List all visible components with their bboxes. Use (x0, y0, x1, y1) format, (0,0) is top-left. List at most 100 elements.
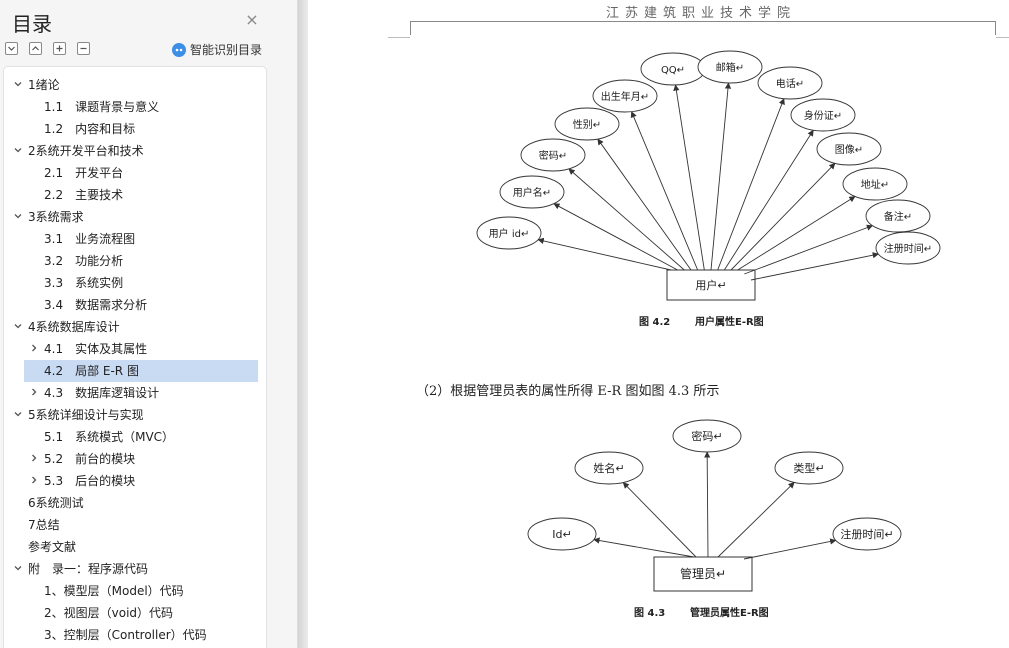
er-entity-box (666, 269, 756, 301)
toc-item[interactable]: 1绪论 (4, 74, 266, 96)
er-relation-line (553, 203, 678, 271)
collapse-all-button[interactable] (29, 42, 42, 55)
er-attribute-ellipse (520, 138, 586, 172)
er-relation-line (537, 237, 672, 271)
chevron-right-icon[interactable] (28, 382, 40, 404)
toc-item[interactable]: 2.2 主要技术 (4, 184, 266, 206)
chevron-up-icon (32, 46, 39, 51)
chevron-right-icon[interactable] (28, 470, 40, 492)
toc-item-label: 4系统数据库设计 (28, 320, 120, 334)
er-relation-line (717, 481, 795, 558)
toc-item-label: 1.2 内容和目标 (44, 122, 136, 136)
toc-item[interactable]: 1、模型层（Model）代码 (4, 580, 266, 602)
figure-caption-text: 管理员属性E-R图 (690, 606, 769, 619)
toc-toolbar (5, 42, 90, 56)
chevron-down-icon[interactable] (12, 404, 24, 426)
expand-all-button[interactable] (5, 42, 18, 55)
toc-item[interactable]: 2系统开发平台和技术 (4, 140, 266, 162)
er-attribute-ellipse (554, 107, 620, 141)
toc-item-label: 1、模型层（Model）代码 (44, 584, 184, 598)
toc-item-label: 2.2 主要技术 (44, 188, 124, 202)
body-paragraph: （2）根据管理员表的属性所得 E-R 图如图 4.3 所示 (416, 384, 720, 399)
toc-item[interactable]: 3.3 系统实例 (4, 272, 266, 294)
toc-item-label: 3.1 业务流程图 (44, 232, 136, 246)
chevron-down-icon[interactable] (12, 140, 24, 162)
er-attribute-label: 地址↵ (861, 178, 889, 191)
toc-item[interactable]: 5.1 系统模式（MVC） (4, 426, 266, 448)
chevron-down-icon[interactable] (12, 206, 24, 228)
er-attribute-ellipse (842, 167, 908, 201)
toc-item[interactable]: 3.4 数据需求分析 (4, 294, 266, 316)
er-entity-label: 管理员↵ (680, 566, 726, 581)
toc-item[interactable]: 7总结 (4, 514, 266, 536)
er-attribute-label: 备注↵ (884, 210, 912, 223)
er-attribute-label: Id↵ (552, 528, 571, 541)
er-attribute-ellipse (832, 517, 902, 551)
toc-item[interactable]: 1.1 课题背景与意义 (4, 96, 266, 118)
toc-item[interactable]: 2、视图层（void）代码 (4, 602, 266, 624)
toc-item-label: 3.3 系统实例 (44, 276, 124, 290)
chevron-right-icon[interactable] (28, 448, 40, 470)
er-attribute-ellipse (672, 419, 742, 453)
er-attribute-ellipse (697, 50, 763, 84)
er-attribute-label: 性别↵ (573, 118, 601, 131)
er-relation-line (630, 111, 699, 271)
er-attribute-label: 邮箱↵ (716, 61, 744, 74)
header-rule (410, 21, 996, 22)
toc-item[interactable]: 5系统详细设计与实现 (4, 404, 266, 426)
toc-item-label: 5.2 前台的模块 (44, 452, 136, 466)
toc-item[interactable]: 3.2 功能分析 (4, 250, 266, 272)
er-relation-line (597, 138, 692, 271)
add-heading-button[interactable] (53, 42, 66, 55)
toc-item[interactable]: 2.1 开发平台 (4, 162, 266, 184)
margin-mark-left (388, 37, 410, 38)
toc-item-label: 3.2 功能分析 (44, 254, 124, 268)
chevron-down-icon[interactable] (12, 74, 24, 96)
toc-item-label: 5.3 后台的模块 (44, 474, 136, 488)
toc-item[interactable]: 4.3 数据库逻辑设计 (4, 382, 266, 404)
smart-toc-button[interactable]: 智能识别目录 (172, 41, 262, 58)
toc-item-label: 4.1 实体及其属性 (44, 342, 148, 356)
toc-item[interactable]: 4.2 局部 E-R 图 (24, 360, 258, 382)
remove-heading-button[interactable] (77, 42, 90, 55)
toc-item[interactable]: 4.1 实体及其属性 (4, 338, 266, 360)
er-relation-line (704, 451, 711, 558)
chevron-down-icon[interactable] (12, 558, 24, 580)
er-relation-line (744, 224, 874, 275)
er-attribute-label: 类型↵ (793, 461, 824, 475)
toc-title: 目录 (12, 12, 52, 36)
toc-item[interactable]: 5.2 前台的模块 (4, 448, 266, 470)
toc-item[interactable]: 4系统数据库设计 (4, 316, 266, 338)
toc-item-label: 1.1 课题背景与意义 (44, 100, 160, 114)
toc-item-label: 1绪论 (28, 78, 60, 92)
er-attribute-ellipse (865, 199, 931, 233)
er-entity-box (653, 556, 753, 592)
toc-item-label: 5.1 系统模式（MVC） (44, 430, 175, 444)
toc-item[interactable]: 1.2 内容和目标 (4, 118, 266, 140)
chevron-right-icon[interactable] (28, 338, 40, 360)
toc-item[interactable]: 3、控制层（Controller）代码 (4, 624, 266, 646)
er-relation-line (710, 82, 732, 271)
er-attribute-ellipse (527, 517, 597, 551)
plus-icon (56, 45, 63, 52)
chevron-down-icon[interactable] (12, 316, 24, 338)
close-icon[interactable]: × (245, 10, 259, 29)
toc-item-label: 5系统详细设计与实现 (28, 408, 144, 422)
toc-item[interactable]: 3系统需求 (4, 206, 266, 228)
header-rule-left-tick (410, 21, 411, 35)
figure-caption-number: 图 4.2 (639, 316, 670, 328)
toc-item[interactable]: 5.3 后台的模块 (4, 470, 266, 492)
toc-item[interactable]: 参考文献 (4, 536, 266, 558)
er-attribute-ellipse (592, 79, 658, 113)
smart-toc-label: 智能识别目录 (190, 43, 263, 57)
chevron-down-icon (8, 46, 15, 51)
er-relation-line (743, 538, 837, 560)
toc-item[interactable]: 附 录一：程序源代码 (4, 558, 266, 580)
toc-item[interactable]: 3.1 业务流程图 (4, 228, 266, 250)
toc-item[interactable]: 6系统测试 (4, 492, 266, 514)
minus-icon (80, 47, 87, 50)
er-attribute-ellipse (875, 231, 941, 265)
toc-item-label: 3系统需求 (28, 210, 84, 224)
er-diagrams: 用户↵用户 id↵用户名↵密码↵性别↵出生年月↵QQ↵邮箱↵电话↵身份证↵图像↵… (476, 50, 941, 619)
toc-item-label: 3、控制层（Controller）代码 (44, 628, 207, 642)
